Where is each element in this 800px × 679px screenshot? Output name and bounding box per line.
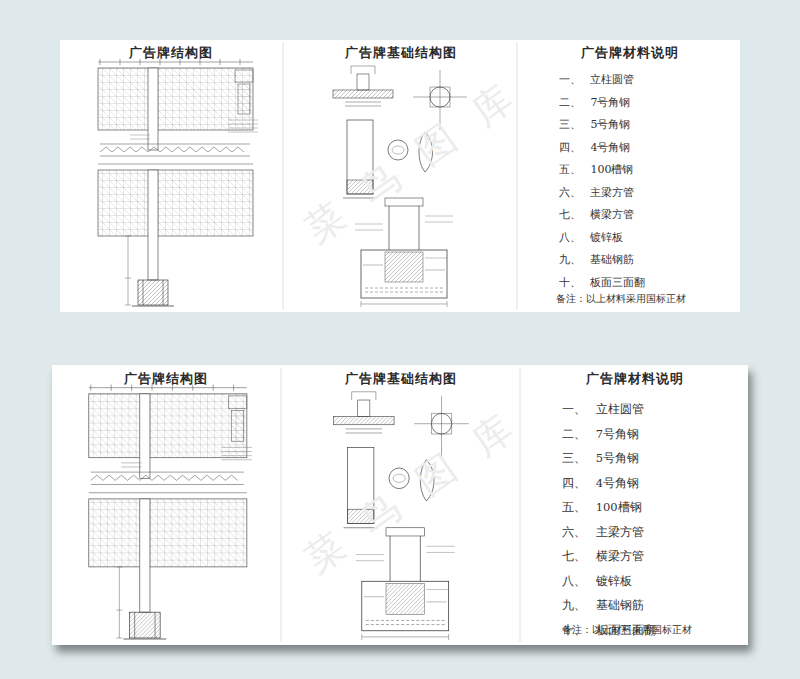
- material-item: 一、 立柱圆管: [559, 72, 635, 87]
- panel-title: 广告牌材料说明: [586, 370, 684, 388]
- material-item: 七、 横梁方管: [559, 207, 635, 222]
- material-item: 九、 基础钢筋: [559, 252, 635, 267]
- remark-note: 备注：以上材料采用国标正材: [556, 292, 686, 306]
- panel-title: 广告牌基础结构图: [345, 370, 457, 388]
- material-item: 四、 4号角钢: [562, 476, 639, 491]
- material-item: 二、 7号角钢: [562, 427, 639, 442]
- drawing-panel: 广告牌结构图: [60, 40, 282, 312]
- material-item: 五、 100槽钢: [559, 162, 634, 177]
- panel-title: 广告牌结构图: [129, 44, 213, 62]
- material-item: 三、 5号角钢: [559, 117, 631, 132]
- material-item: 三、 5号角钢: [562, 451, 639, 466]
- panel-title: 广告牌结构图: [124, 370, 208, 388]
- material-item: 十、 板面三面翻: [559, 275, 646, 290]
- panel-title: 广告牌基础结构图: [345, 44, 457, 62]
- material-item: 六、 主梁方管: [562, 525, 644, 540]
- material-item: 八、 镀锌板: [559, 230, 624, 245]
- material-item: 六、 主梁方管: [559, 185, 635, 200]
- material-item: 一、 立柱圆管: [562, 402, 644, 417]
- material-item: 八、 镀锌板: [562, 574, 632, 589]
- drawing-panel: 广告牌结构图: [52, 365, 280, 645]
- drawing-panel: 广告牌材料说明一、 立柱圆管二、 7号角钢三、 5号角钢四、 4号角钢五、 10…: [519, 40, 740, 312]
- panel-title: 广告牌材料说明: [581, 44, 679, 62]
- drawing-panel: 广告牌材料说明一、 立柱圆管二、 7号角钢三、 5号角钢四、 4号角钢五、 10…: [522, 365, 748, 645]
- material-item: 九、 基础钢筋: [562, 598, 644, 613]
- remark-note: 备注：以上材料采用国标正材: [562, 623, 692, 637]
- material-item: 二、 7号角钢: [559, 95, 631, 110]
- material-item: 四、 4号角钢: [559, 140, 631, 155]
- material-item: 七、 横梁方管: [562, 549, 644, 564]
- material-item: 五、 100槽钢: [562, 500, 642, 515]
